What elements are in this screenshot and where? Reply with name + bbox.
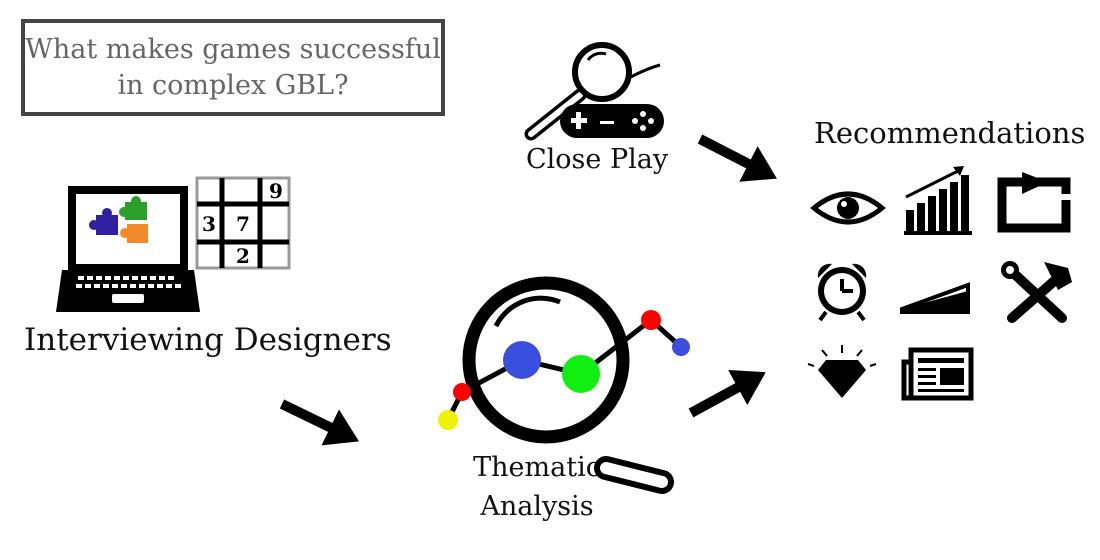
ramp-icon — [900, 282, 970, 314]
arrow-analysis-to-recommendations — [688, 369, 766, 418]
repeat-icon — [997, 172, 1071, 233]
close-play-label: Close Play — [526, 144, 669, 175]
question-box: What makes games successful in complex G… — [21, 19, 445, 116]
question-line-2: in complex GBL? — [117, 69, 349, 101]
analysis-magnifier-icon — [438, 276, 690, 494]
sudoku-digit-9: 9 — [269, 179, 283, 203]
newspaper-icon — [901, 347, 974, 401]
arrow-closeplay-to-recommendations — [697, 134, 777, 182]
sudoku-icon — [195, 176, 291, 270]
bar-chart-icon — [904, 166, 972, 235]
eye-icon — [810, 191, 886, 225]
alarm-clock-icon — [817, 263, 867, 322]
thematic-label-line-1: Thematic — [473, 452, 601, 483]
puzzle-icon — [89, 196, 148, 243]
gamepad-magnifier-icon — [524, 42, 664, 141]
thematic-label-line-2: Analysis — [480, 491, 594, 522]
sudoku-digit-7: 7 — [236, 212, 250, 236]
interviewing-designers-label: Interviewing Designers — [24, 322, 392, 358]
question-line-1: What makes games successful — [25, 33, 441, 65]
sudoku-digit-3: 3 — [202, 212, 216, 236]
thematic-analysis-label: Thematic Analysis — [454, 448, 620, 526]
arrow-interviews-to-analysis — [279, 399, 359, 446]
diamond-icon — [807, 345, 877, 398]
sudoku-digit-2: 2 — [236, 244, 250, 268]
laptop-icon — [56, 186, 200, 312]
tools-icon — [1001, 261, 1072, 323]
recommendations-title: Recommendations — [814, 116, 1086, 150]
